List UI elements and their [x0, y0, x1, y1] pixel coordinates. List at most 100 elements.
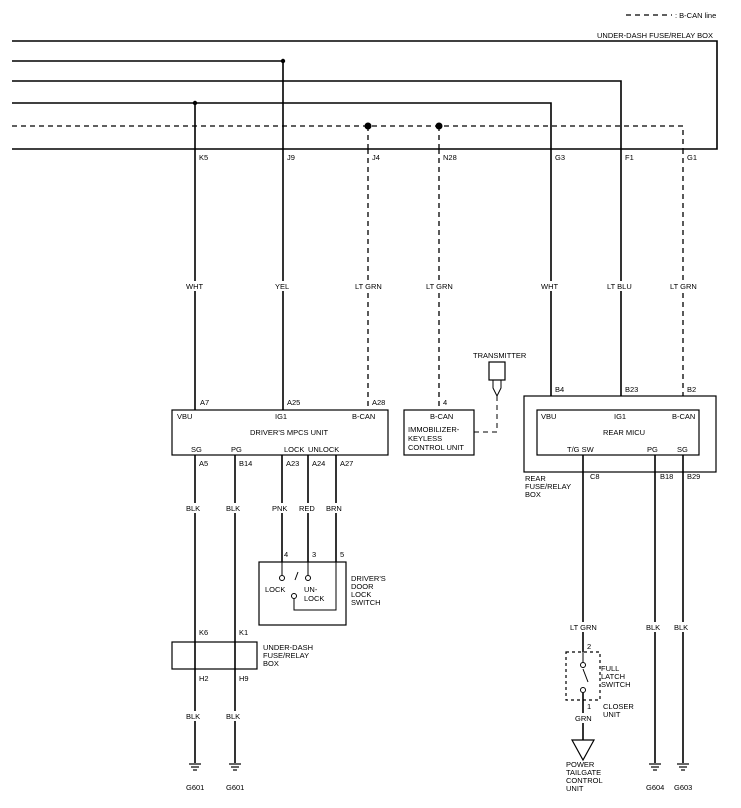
ground-label-g601: G601	[186, 783, 204, 792]
pin-b23: B23	[625, 385, 638, 394]
wire-color-label: WHT	[186, 282, 203, 291]
connector-f1: F1	[625, 153, 634, 162]
latch-label-3: SWITCH	[601, 680, 631, 689]
mpcs-bcan: B-CAN	[352, 412, 375, 421]
tailgate-label-2: TAILGATE	[566, 768, 601, 777]
latch-label-1: FULL	[601, 664, 619, 673]
pin-b2: B2	[687, 385, 696, 394]
pin-k1: K1	[239, 628, 248, 637]
rear-box-label-2: FUSE/RELAY	[525, 482, 571, 491]
pin-immob-4: 4	[443, 398, 447, 407]
wire-color-label: BLK	[674, 623, 688, 632]
under-dash-top-box	[12, 40, 718, 150]
ground-icon	[229, 763, 241, 771]
transmitter-icon	[488, 361, 506, 381]
connector-n28: N28	[443, 153, 457, 162]
tailgate-label-3: CONTROL	[566, 776, 603, 785]
rear-micu-box	[536, 409, 700, 456]
rear-box-label-1: REAR	[525, 474, 546, 483]
pin-a5: A5	[199, 459, 208, 468]
immobilizer-box	[403, 409, 475, 456]
pin-b4: B4	[555, 385, 564, 394]
pin-a7: A7	[200, 398, 209, 407]
door-lock-switch-box	[258, 561, 347, 626]
under-dash-bottom-label-3: BOX	[263, 659, 279, 668]
immob-label-1: IMMOBILIZER-	[408, 425, 460, 434]
switch-contact	[279, 575, 285, 581]
under-dash-bottom-label-2: FUSE/RELAY	[263, 651, 309, 660]
under-dash-bottom-label-1: UNDER-DASH	[263, 643, 313, 652]
pin-c8: C8	[590, 472, 600, 481]
ground-icon	[649, 763, 661, 771]
wire-color-label: YEL	[275, 282, 289, 291]
pin-a28: A28	[372, 398, 385, 407]
latch-contact	[580, 687, 586, 693]
ground-label-g604: G604	[646, 783, 664, 792]
pin-a24: A24	[312, 459, 325, 468]
switch-contact	[305, 575, 311, 581]
connector-j4: J4	[372, 153, 380, 162]
bus-line-bcan	[12, 125, 684, 149]
connector-k5: K5	[199, 153, 208, 162]
wire-color-label: LT GRN	[355, 282, 382, 291]
wire-color-label: LT GRN	[570, 623, 597, 632]
ground-label-g603: G603	[674, 783, 692, 792]
bus-line-vbu	[12, 102, 552, 149]
splice-dot	[280, 58, 286, 64]
mpcs-vbu: VBU	[177, 412, 192, 421]
rear-box-label-3: BOX	[525, 490, 541, 499]
micu-tgsw: T/G SW	[567, 445, 595, 454]
pin-a23: A23	[286, 459, 299, 468]
pin-a27: A27	[340, 459, 353, 468]
switch-title-3: LOCK	[351, 590, 371, 599]
wire-color-label: RED	[299, 504, 315, 513]
immob-bcan: B-CAN	[430, 412, 453, 421]
wire-color-label: LT GRN	[426, 282, 453, 291]
latch-contact	[580, 662, 586, 668]
tailgate-label-1: POWER	[566, 760, 595, 769]
wire-color-label: BLK	[226, 504, 240, 513]
wire-color-label: BLK	[646, 623, 660, 632]
connector-g3: G3	[555, 153, 565, 162]
micu-sg: SG	[677, 445, 688, 454]
micu-pg: PG	[647, 445, 658, 454]
wire-color-label: LT GRN	[670, 282, 697, 291]
ground-icon	[677, 763, 689, 771]
closer-label-2: UNIT	[603, 710, 621, 719]
switch-title-4: SWITCH	[351, 598, 381, 607]
wire-color-label: BRN	[326, 504, 342, 513]
switch-pin-3: 3	[312, 550, 316, 559]
tailgate-label-4: UNIT	[566, 784, 584, 793]
switch-lock-label: LOCK	[265, 585, 285, 594]
switch-unlock-label-2: LOCK	[304, 594, 324, 603]
pin-a25: A25	[287, 398, 300, 407]
wire-color-label: LT BLU	[607, 282, 632, 291]
switch-title-1: DRIVER'S	[351, 574, 386, 583]
power-tailgate-arrow-icon	[570, 739, 596, 762]
immob-label-3: CONTROL UNIT	[408, 443, 464, 452]
pin-b29: B29	[687, 472, 700, 481]
immob-label-2: KEYLESS	[408, 434, 442, 443]
latch-label-2: LATCH	[601, 672, 625, 681]
switch-pin-5: 5	[340, 550, 344, 559]
pin-h9: H9	[239, 674, 249, 683]
wire-color-label: PNK	[272, 504, 287, 513]
closer-label-1: CLOSER	[603, 702, 634, 711]
mpcs-ig1: IG1	[275, 412, 287, 421]
switch-title-2: DOOR	[351, 582, 374, 591]
bus-line-ltblu	[12, 80, 622, 149]
connector-j9: J9	[287, 153, 295, 162]
wire-color-label: BLK	[186, 712, 200, 721]
driver-mpcs-unit-box	[171, 409, 389, 456]
wire-color-label: BLK	[226, 712, 240, 721]
legend-bcan-label: : B-CAN line	[675, 11, 716, 20]
mpcs-pg: PG	[231, 445, 242, 454]
under-dash-bottom-box	[171, 641, 258, 670]
switch-common-line	[293, 562, 337, 611]
pin-b14: B14	[239, 459, 252, 468]
transmitter-label: TRANSMITTER	[473, 351, 527, 360]
wire-color-label: GRN	[575, 714, 592, 723]
micu-ig1: IG1	[614, 412, 626, 421]
micu-bcan: B-CAN	[672, 412, 695, 421]
under-dash-top-label: UNDER-DASH FUSE/RELAY BOX	[597, 31, 713, 40]
